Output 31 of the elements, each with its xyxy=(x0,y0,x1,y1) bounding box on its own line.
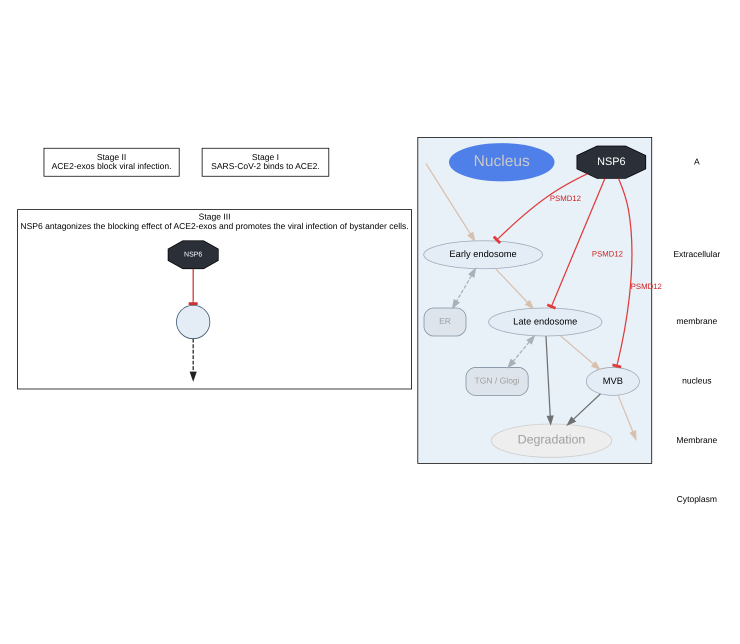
node-box: ER xyxy=(424,307,466,336)
node-ellipse: MVB xyxy=(586,366,640,396)
arrow xyxy=(566,392,601,426)
arrow xyxy=(618,394,637,440)
node-ellipse: Nucleus xyxy=(449,142,554,181)
arrow xyxy=(425,162,476,242)
node-ellipse: Degradation xyxy=(490,423,612,458)
connector xyxy=(612,178,633,368)
label: Extracellular xyxy=(673,248,720,258)
node-box: Stage I SARS-CoV-2 binds to ACE2. xyxy=(202,147,330,176)
arrow xyxy=(494,268,534,310)
edge-label: PSMD12 xyxy=(592,249,623,258)
edge-label: PSMD12 xyxy=(550,194,582,203)
arrow xyxy=(452,266,476,310)
connector xyxy=(492,172,588,244)
label: nucleus xyxy=(682,375,712,386)
arrow xyxy=(545,336,554,426)
connector xyxy=(188,268,198,305)
node-circle xyxy=(176,304,210,339)
label: Cytoplasm xyxy=(676,494,717,504)
label: Membrane xyxy=(676,434,718,444)
node-ellipse: Early endosome xyxy=(423,240,543,269)
arrow xyxy=(506,334,536,368)
arrow xyxy=(190,338,197,382)
label: A xyxy=(694,156,700,166)
label: membrane xyxy=(676,316,718,326)
arrow xyxy=(560,334,601,370)
node-box: Stage II ACE2-exos block viral infection. xyxy=(44,147,180,176)
node-box: TGN / Glogi xyxy=(466,366,529,396)
node-ellipse: Late endosome xyxy=(488,307,602,336)
connector xyxy=(546,178,606,310)
